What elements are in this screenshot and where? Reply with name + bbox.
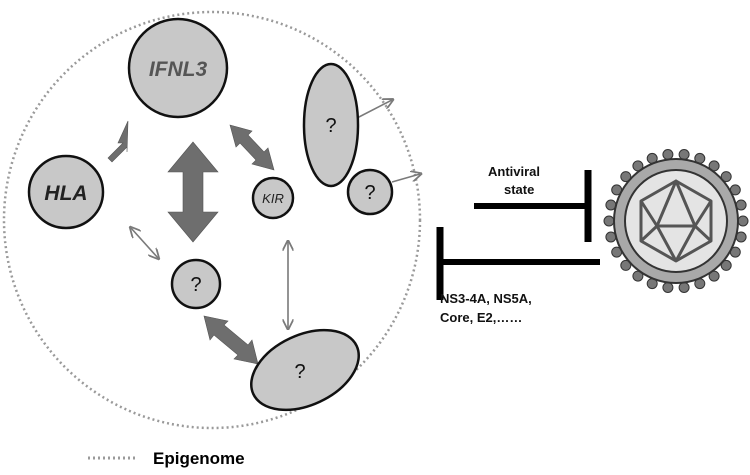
ifnl3-label: IFNL3 (149, 58, 208, 81)
node-unknown-center: ? (170, 258, 222, 310)
unknown-small-label: ? (364, 182, 375, 204)
node-unknown-lower-ellipse: ? (250, 328, 360, 412)
node-ifnl3: IFNL3 (127, 17, 229, 119)
virus-spike (603, 215, 615, 227)
node-kir: KIR (251, 176, 295, 220)
legend-epigenome: Epigenome (88, 449, 245, 468)
virus-spike (720, 171, 732, 183)
unknown-center-label: ? (190, 274, 201, 296)
virus-spike (720, 259, 732, 271)
arrow-ifnl3-kir (229, 124, 275, 171)
node-unknown-tall-ellipse: ? (302, 62, 360, 188)
virus-spike (620, 171, 632, 183)
viral-proteins-line1: NS3-4A, NS5A, (440, 291, 532, 306)
node-hla: HLA (27, 154, 105, 230)
virus-particle (603, 149, 749, 293)
virus-capsid-icon (639, 179, 713, 263)
inhibition-antiviral-state (474, 170, 592, 242)
virus-spike (678, 282, 690, 293)
arrow-small-circle-out (391, 174, 420, 183)
virus-spike (662, 282, 674, 293)
virus-spike (620, 259, 632, 271)
arrow-center-lower-ellipse (203, 315, 259, 365)
virus-spike (678, 149, 690, 160)
virus-spikes (603, 149, 749, 293)
inhibition-viral-proteins (436, 227, 600, 300)
unknown-tall-label: ? (325, 115, 336, 137)
hla-label: HLA (44, 182, 87, 205)
antiviral-label-line1: Antiviral (488, 164, 540, 179)
virus-spike (662, 149, 674, 160)
arrow-ifnl3-hla (107, 120, 129, 163)
antiviral-label-line2: state (504, 182, 534, 197)
virus-spike (737, 215, 749, 227)
legend-label: Epigenome (153, 449, 245, 468)
viral-proteins-line2: Core, E2,…… (440, 310, 522, 325)
arrow-hla-center-thin (131, 228, 158, 258)
epigenome-boundary (2, 10, 422, 430)
arrow-tall-ellipse-out (356, 100, 392, 119)
unknown-lower-label: ? (294, 361, 305, 383)
kir-label: KIR (262, 191, 284, 206)
arrow-ifnl3-center (167, 141, 219, 243)
node-unknown-small-circle: ? (346, 168, 394, 216)
